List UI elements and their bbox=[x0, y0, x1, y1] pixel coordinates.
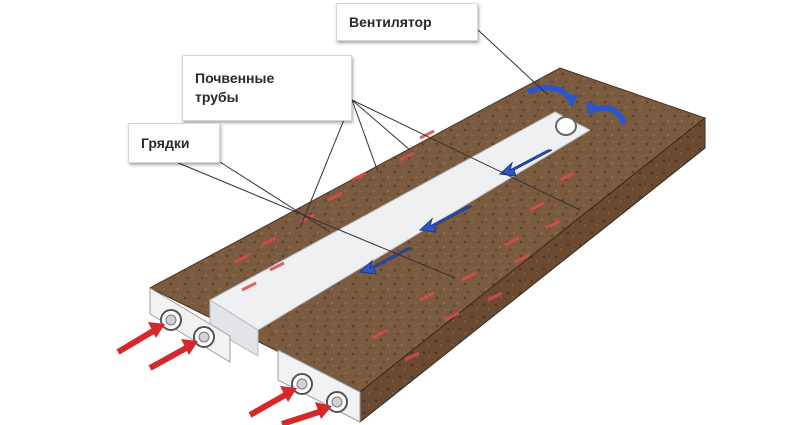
soil-pipes-label-line1: Почвенные bbox=[195, 70, 275, 86]
pipe-end-right-2 bbox=[326, 391, 348, 413]
fan-arrow-left-head bbox=[565, 94, 578, 108]
fan-leader bbox=[477, 29, 549, 96]
inlet-arrow-4 bbox=[281, 408, 323, 425]
pipe-end-left-1 bbox=[160, 309, 182, 331]
airflow-arrow-2 bbox=[418, 205, 473, 233]
pipe-end-right-1 bbox=[291, 373, 313, 395]
inlet-arrows bbox=[116, 322, 332, 425]
soil-pipes-label-line2: трубы bbox=[195, 89, 239, 105]
beds-label: Грядки bbox=[128, 123, 220, 163]
beds-leader-2 bbox=[175, 161, 456, 279]
inlet-arrow-2 bbox=[148, 344, 190, 371]
pipes-leader-4 bbox=[351, 99, 581, 211]
beds-label-text: Грядки bbox=[141, 135, 190, 151]
pipes-leader-2 bbox=[351, 99, 379, 173]
air-channel-inner-wall bbox=[209, 299, 259, 357]
pipes-leader-1 bbox=[299, 99, 353, 229]
inlet-arrow-3 bbox=[248, 391, 289, 418]
inlet-arrow-1 bbox=[116, 327, 157, 355]
fan-arrow-right-head bbox=[585, 102, 596, 116]
beds-leader-1 bbox=[219, 161, 331, 233]
soil-pipes-label: Почвенные трубы bbox=[182, 55, 352, 121]
far-pipe-opening bbox=[555, 116, 577, 136]
pipes-leader-3 bbox=[351, 99, 411, 151]
soil-pipe-markers bbox=[234, 129, 575, 362]
pipe-end-left-2 bbox=[193, 326, 215, 348]
leader-lines bbox=[175, 29, 581, 279]
fan-label-text: Вентилятор bbox=[349, 14, 432, 30]
fan-label: Вентилятор bbox=[336, 3, 478, 41]
